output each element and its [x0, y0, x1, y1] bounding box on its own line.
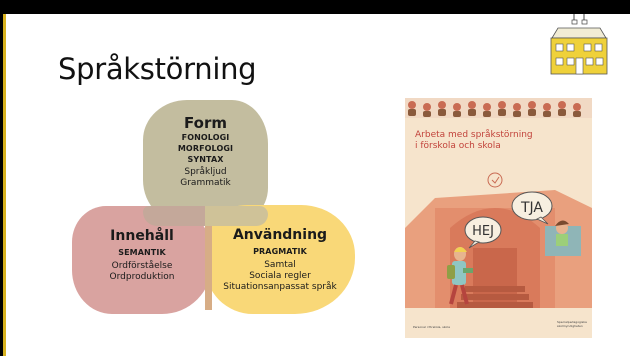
speech-tja: TJA	[520, 200, 543, 216]
house-logo-icon	[550, 14, 608, 75]
top-border	[0, 0, 630, 14]
book-title-line-1: Arbeta med språkstörning	[415, 130, 533, 140]
innehall-heading: Innehåll	[110, 228, 174, 244]
book-title: Arbeta med språkstörning i förskola och …	[415, 130, 585, 152]
anvandning-item-3: Situationsanpassat språk	[223, 282, 337, 292]
book-title-line-2: i förskola och skola	[415, 141, 501, 151]
slide-title: Språkstörning	[58, 52, 257, 86]
form-sub-2: MORFOLOGI	[177, 144, 234, 153]
form-item-1: Språkljud	[184, 167, 227, 177]
form-sub-3: SYNTAX	[187, 155, 224, 164]
book-footer-right: Specialpedagogiska skolmyndigheten	[557, 320, 587, 328]
form-item-2: Grammatik	[180, 178, 231, 188]
anvandning-sub-1: PRAGMATIK	[253, 247, 307, 256]
anvandning-heading: Användning	[232, 227, 328, 243]
anvandning-item-2: Sociala regler	[249, 271, 311, 281]
form-heading: Form	[184, 114, 227, 132]
book-cover-image: Arbeta med språkstörning i förskola och …	[405, 98, 592, 338]
innehall-item-1: Ordförståelse	[111, 261, 173, 271]
overlap-form-anvandning	[205, 206, 268, 226]
overlap-innehall-anvandning	[205, 226, 212, 310]
innehall-sub-1: SEMANTIK	[118, 248, 166, 257]
innehall-item-2: Ordproduktion	[109, 272, 175, 282]
anvandning-item-1: Samtal	[264, 260, 296, 270]
book-footer-left: Personal i förskola, skola	[413, 325, 450, 329]
left-accent-bar	[3, 14, 6, 356]
left-border	[0, 14, 3, 356]
overlap-form-innehall	[143, 206, 212, 226]
innehall-bubble: Innehåll SEMANTIK Ordförståelse Ordprodu…	[72, 206, 212, 314]
speech-hej: HEJ	[472, 224, 494, 239]
book-illustration: TJA HEJ	[405, 168, 592, 308]
form-sub-1: FONOLOGI	[181, 133, 230, 142]
faces-strip-icon	[405, 98, 592, 118]
